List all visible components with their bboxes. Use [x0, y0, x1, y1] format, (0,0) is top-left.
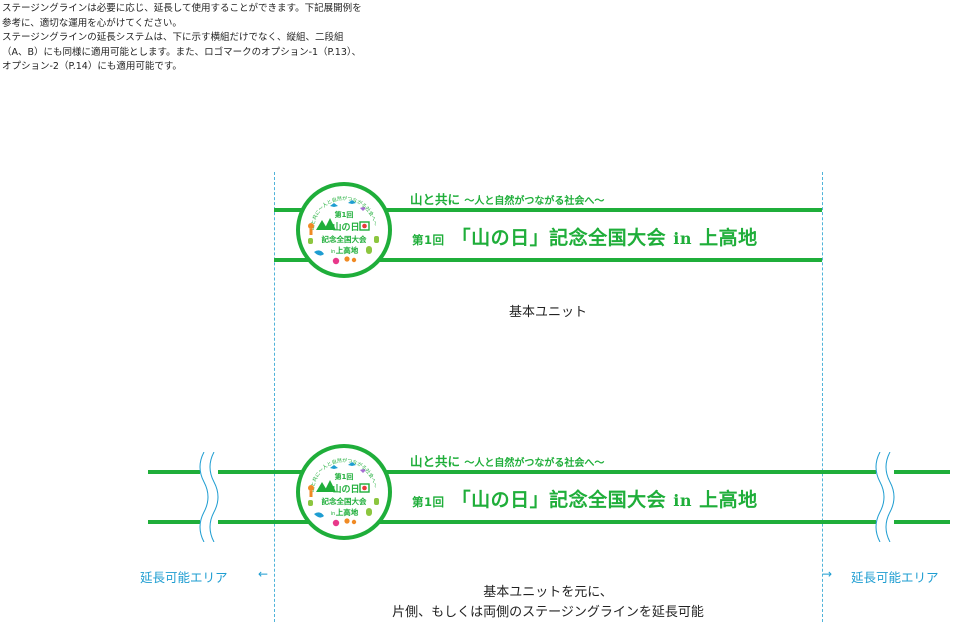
wave-icon: [314, 250, 324, 256]
intro-line-2: ステージングラインの延長システムは、下に示す横組だけでなく、縦組、二段組（A、B…: [2, 32, 362, 72]
event-title: 「山の日」記念全国大会: [451, 489, 667, 511]
flower-icon: [332, 257, 340, 265]
title-in: in: [673, 491, 692, 510]
bird-icon: [348, 462, 356, 466]
extension-area-left-label: 延長可能エリア: [140, 570, 228, 585]
mountain-icon: [316, 480, 336, 492]
extended-staging-line-bottom: [148, 520, 950, 524]
edition-number: 1: [424, 233, 433, 247]
banner-title: 第1回 「山の日」記念全国大会 in 上高地: [412, 485, 758, 512]
banner-title: 第1回 「山の日」記念全国大会 in 上高地: [412, 223, 758, 250]
sun-icon: [362, 223, 367, 229]
logo-name-line1: 山の日: [332, 221, 359, 233]
title-in: in: [673, 229, 692, 248]
tree-icon: [308, 500, 313, 506]
extended-unit: 山と共に〜人と自然がつながる社会へ〜 第1回 山の日 記念全国大会 in 上高地…: [0, 432, 955, 552]
butterfly-icon: [360, 207, 366, 211]
logo-name-line2: 記念全国大会: [322, 234, 367, 244]
child-icon: [344, 518, 350, 524]
logo-venue-prefix: in: [331, 249, 336, 255]
tree-icon: [366, 508, 372, 516]
logo-edition: 第1回: [335, 210, 354, 219]
edition-prefix: 第: [412, 495, 424, 509]
extended-staging-line-top: [148, 470, 950, 474]
edition-number: 1: [424, 495, 433, 509]
staging-line-bottom: [274, 258, 822, 262]
child-icon: [344, 256, 350, 262]
break-mark-left: [199, 452, 219, 542]
child-icon: [351, 519, 357, 525]
extension-caption: 基本ユニットを元に、 片側、もしくは両側のステージングラインを延長可能: [348, 583, 748, 623]
arrow-left-icon: ←: [258, 567, 269, 581]
child-icon: [351, 257, 357, 263]
edition-suffix: 回: [432, 233, 445, 247]
staging-line-top: [274, 208, 822, 212]
logo-illustration: 山と共に〜人と自然がつながる社会へ〜 第1回 山の日 記念全国大会 in 上高地: [308, 457, 379, 527]
intro-line-1: ステージングラインは必要に応じ、延長して使用することができます。下記展開例を参考…: [2, 3, 362, 29]
logo-venue: 上高地: [336, 245, 359, 255]
title-venue: 上高地: [699, 227, 758, 249]
logo-name-line2: 記念全国大会: [322, 496, 367, 506]
logo-edition: 第1回: [335, 472, 354, 481]
logo-venue: 上高地: [336, 507, 359, 517]
extension-caption-line-1: 基本ユニットを元に、: [483, 585, 613, 600]
title-venue: 上高地: [699, 489, 758, 511]
subtitle-main: 山と共に: [410, 454, 461, 469]
break-mark-right: [875, 452, 895, 542]
logo-venue-prefix: in: [331, 511, 336, 517]
logo-illustration: 山と共に〜人と自然がつながる社会へ〜 第1回 山の日 記念全国大会 in 上高地: [308, 195, 379, 265]
edition-suffix: 回: [432, 495, 445, 509]
sun-icon: [362, 485, 367, 491]
butterfly-icon: [360, 469, 366, 473]
subtitle-rest: 〜人と自然がつながる社会へ〜: [464, 458, 605, 469]
logo-mark: 山と共に〜人と自然がつながる社会へ〜 第1回 山の日 記念全国大会 in 上高地: [296, 182, 392, 278]
logo-name-line1: 山の日: [332, 483, 359, 495]
logo-mark: 山と共に〜人と自然がつながる社会へ〜 第1回 山の日 記念全国大会 in 上高地: [296, 444, 392, 540]
edition-prefix: 第: [412, 233, 424, 247]
tree-icon: [374, 498, 379, 505]
right-guide-line: [822, 172, 823, 622]
mountain-icon: [316, 218, 336, 230]
extension-caption-line-2: 片側、もしくは両側のステージングラインを延長可能: [392, 605, 704, 620]
person-icon: [308, 223, 314, 229]
banner-subtitle: 山と共に 〜人と自然がつながる社会へ〜: [410, 189, 604, 208]
banner-subtitle: 山と共に 〜人と自然がつながる社会へ〜: [410, 451, 604, 470]
arrow-right-icon: →: [822, 567, 833, 581]
bird-icon: [330, 465, 338, 469]
basic-unit-caption: 基本ユニット: [508, 305, 587, 320]
subtitle-main: 山と共に: [410, 192, 461, 207]
flower-icon: [332, 519, 340, 527]
basic-unit: 山と共に〜人と自然がつながる社会へ〜 第1回 山の日 記念全国大会 in 上高地…: [0, 170, 955, 290]
subtitle-rest: 〜人と自然がつながる社会へ〜: [464, 196, 605, 207]
bird-icon: [330, 203, 338, 207]
intro-text: ステージングラインは必要に応じ、延長して使用することができます。下記展開例を参考…: [2, 2, 362, 75]
person-icon: [308, 485, 314, 491]
tree-icon: [308, 238, 313, 244]
extension-area-right-label: 延長可能エリア: [851, 570, 939, 585]
wave-icon: [314, 512, 324, 518]
bird-icon: [348, 200, 356, 204]
event-title: 「山の日」記念全国大会: [451, 227, 667, 249]
left-guide-line: [274, 172, 275, 622]
tree-icon: [366, 246, 372, 254]
tree-icon: [374, 236, 379, 243]
